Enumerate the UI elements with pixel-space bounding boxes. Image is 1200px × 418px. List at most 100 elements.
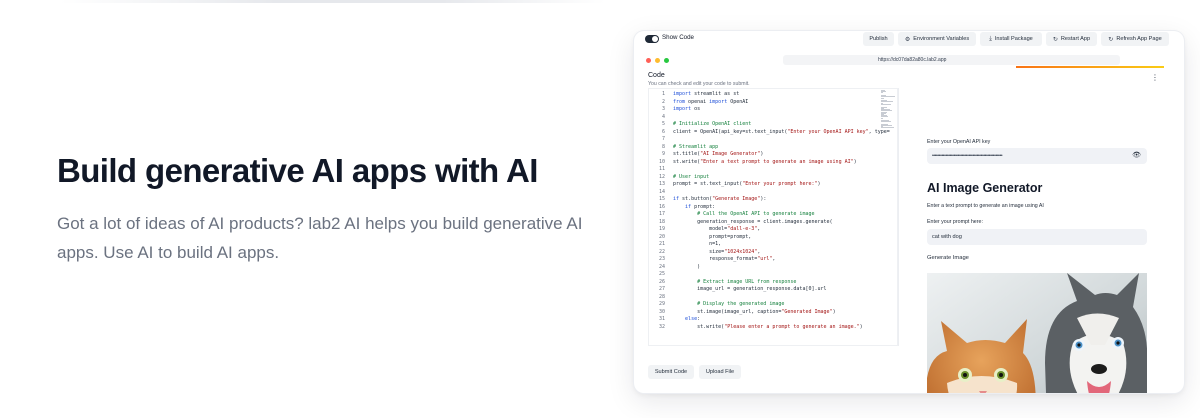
code-minimap[interactable] (881, 89, 895, 129)
code-line[interactable]: 18 generation_response = client.images.g… (649, 219, 879, 227)
publish-button[interactable]: Publish (863, 32, 894, 46)
line-number: 5 (661, 121, 665, 127)
minimap-line (881, 115, 887, 117)
show-code-toggle[interactable] (645, 35, 659, 43)
code-line[interactable]: 31 else: (649, 316, 879, 324)
minimap-line (881, 96, 895, 97)
minimap-line (881, 99, 887, 101)
line-number: 12 (658, 173, 665, 180)
line-number: 9 (661, 151, 665, 157)
code-text: # Streamlit app (673, 143, 719, 150)
code-line[interactable]: 20 prompt=prompt, (649, 234, 879, 242)
line-number: 21 (658, 241, 665, 247)
install-package-button[interactable]: ⤓ Install Package (980, 32, 1042, 46)
code-line[interactable]: 8# Streamlit app (649, 144, 879, 152)
code-line[interactable]: 7 (649, 136, 879, 144)
environment-variables-button[interactable]: ⚙ Environment Variables (898, 32, 976, 46)
minimize-dot (655, 58, 660, 63)
line-number: 14 (658, 188, 665, 195)
code-text: if prompt: (685, 203, 716, 210)
line-number: 17 (658, 211, 665, 217)
minimap-line (881, 116, 888, 118)
submit-code-button[interactable]: Submit Code (648, 365, 694, 379)
code-line[interactable]: 22 size="1024x1024", (649, 249, 879, 257)
more-options-icon[interactable]: ⋮ (1151, 73, 1159, 82)
code-line[interactable]: 14 (649, 189, 879, 197)
code-text: from openai import OpenAI (673, 98, 749, 105)
code-line[interactable]: 26 # Extract image URL from response (649, 279, 879, 287)
code-line[interactable]: 28 (649, 294, 879, 302)
minimap-line (881, 109, 891, 111)
refresh-app-page-button[interactable]: ↻ Refresh App Page (1101, 32, 1169, 46)
code-line[interactable]: 32 st.write("Please enter a prompt to ge… (649, 324, 879, 332)
code-line[interactable]: 4 (649, 114, 879, 122)
line-number: 30 (658, 308, 665, 315)
minimap-line (881, 98, 884, 100)
code-line[interactable]: 25 (649, 271, 879, 279)
line-number: 26 (658, 278, 665, 285)
api-key-value: ••••••••••••••••••••••••••••••••••••••••… (932, 153, 1003, 159)
code-line[interactable]: 24 ) (649, 264, 879, 272)
code-text: client = OpenAI(api_key=st.text_input("E… (673, 128, 890, 135)
line-number: 7 (661, 136, 665, 142)
url-bar[interactable]: https://dc07da82a80c.lab2.app (783, 55, 1120, 65)
code-text: size="1024x1024", (673, 248, 761, 255)
minimap-line (881, 112, 887, 114)
line-number: 27 (658, 286, 665, 292)
generate-image-button[interactable]: Generate Image (927, 255, 969, 261)
hero-title: Build generative AI apps with AI (57, 152, 538, 189)
publish-button-label: Publish (869, 36, 888, 42)
code-text: n=1, (673, 241, 722, 247)
code-line[interactable]: 30 st.image(image_url, caption="Generate… (649, 309, 879, 317)
gear-icon: ⚙ (904, 36, 911, 43)
api-key-input[interactable]: ••••••••••••••••••••••••••••••••••••••••… (927, 148, 1147, 164)
prompt-label: Enter your prompt here: (927, 219, 983, 225)
code-line[interactable]: 29 # Display the generated image (649, 301, 879, 309)
restart-app-label: Restart App (1060, 36, 1091, 42)
code-text: prompt = st.text_input("Enter your promp… (673, 181, 821, 187)
refresh-icon: ↻ (1052, 36, 1058, 43)
line-number: 31 (658, 316, 665, 322)
browser-bar: https://dc07da82a80c.lab2.app (642, 54, 1176, 68)
line-number: 3 (661, 106, 665, 112)
minimap-line (881, 100, 894, 102)
code-text: # Call the OpenAI API to generate image (673, 211, 815, 217)
code-line[interactable]: 21 n=1, (649, 241, 879, 249)
minimap-line (881, 124, 892, 126)
line-number: 15 (658, 196, 665, 202)
code-title: Code (648, 72, 665, 79)
code-line[interactable]: 16 if prompt: (649, 204, 879, 212)
code-line[interactable]: 12# User input (649, 174, 879, 182)
code-line[interactable]: 19 model="dall-e-3", (649, 226, 879, 234)
line-number: 10 (658, 158, 665, 165)
code-text: st.write("Enter a text prompt to generat… (673, 158, 857, 165)
toggle-knob (652, 36, 658, 42)
editor-scrollbar[interactable] (898, 88, 899, 346)
generated-image (927, 273, 1147, 393)
eye-icon[interactable]: 👁 (1132, 152, 1141, 159)
app-description: Enter a text prompt to generate an image… (927, 203, 1044, 209)
code-line[interactable]: 17 # Call the OpenAI API to generate ima… (649, 211, 879, 219)
code-line[interactable]: 10 st.write("Enter a text prompt to gener… (649, 159, 879, 167)
minimap-line (881, 117, 883, 119)
code-subtitle: You can check and edit your code to subm… (648, 81, 750, 87)
code-line[interactable]: 23 response_format="url", (649, 256, 879, 264)
minimap-line (881, 120, 890, 121)
upload-file-button[interactable]: Upload File (699, 365, 741, 379)
restart-app-button[interactable]: ↻ Restart App (1046, 32, 1097, 46)
code-text: model="dall-e-3", (673, 226, 761, 232)
code-panel: Code You can check and edit your code to… (634, 69, 906, 393)
prompt-input[interactable]: cat with dog (927, 229, 1147, 245)
minimap-line (881, 104, 891, 106)
code-line[interactable]: 27 image_url = generation_response.data[… (649, 286, 879, 294)
code-line[interactable]: 5# Initialize OpenAI client (649, 121, 879, 129)
code-line[interactable]: 11 (649, 166, 879, 174)
